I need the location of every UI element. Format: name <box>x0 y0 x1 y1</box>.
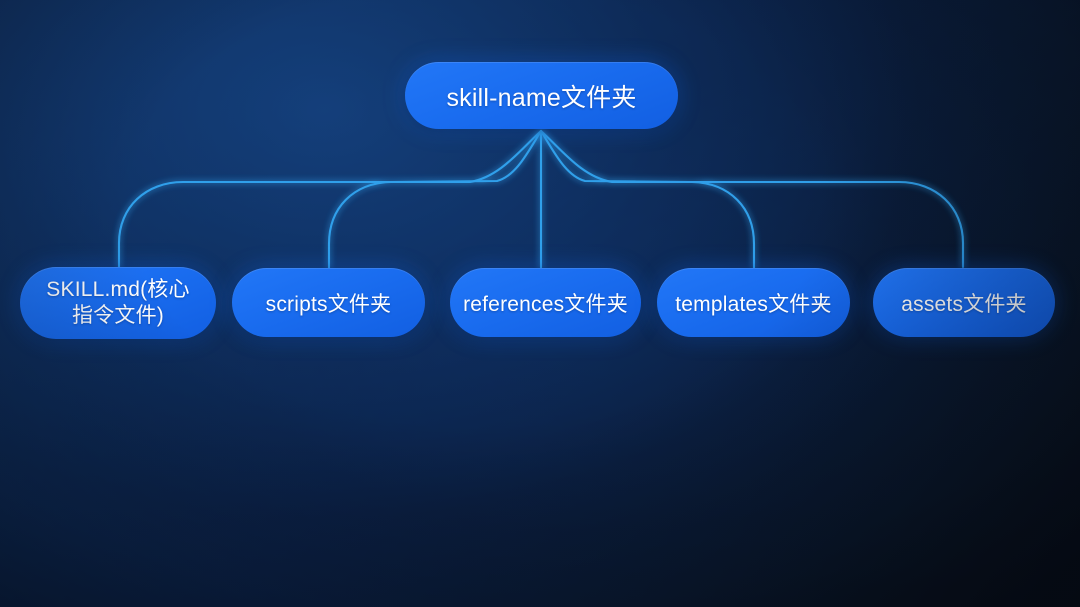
node-scripts-label: scripts文件夹 <box>265 292 392 316</box>
node-templates-label: templates文件夹 <box>675 292 832 316</box>
node-templates[interactable]: templates文件夹 <box>657 268 850 337</box>
node-references-label: references文件夹 <box>463 292 628 316</box>
node-assets[interactable]: assets文件夹 <box>873 268 1055 337</box>
root-node-label: skill-name文件夹 <box>446 83 637 112</box>
node-assets-label: assets文件夹 <box>901 292 1027 316</box>
edge-root-to-templates <box>539 129 756 270</box>
node-scripts[interactable]: scripts文件夹 <box>232 268 425 337</box>
node-references[interactable]: references文件夹 <box>450 268 641 337</box>
node-skill-md[interactable]: SKILL.md(核心 指令文件) <box>20 267 216 339</box>
edge-root-to-assets <box>539 129 965 269</box>
edge-root-to-scripts <box>327 129 543 270</box>
root-node[interactable]: skill-name文件夹 <box>405 62 678 129</box>
node-skill-md-label: SKILL.md(核心 指令文件) <box>46 277 190 327</box>
